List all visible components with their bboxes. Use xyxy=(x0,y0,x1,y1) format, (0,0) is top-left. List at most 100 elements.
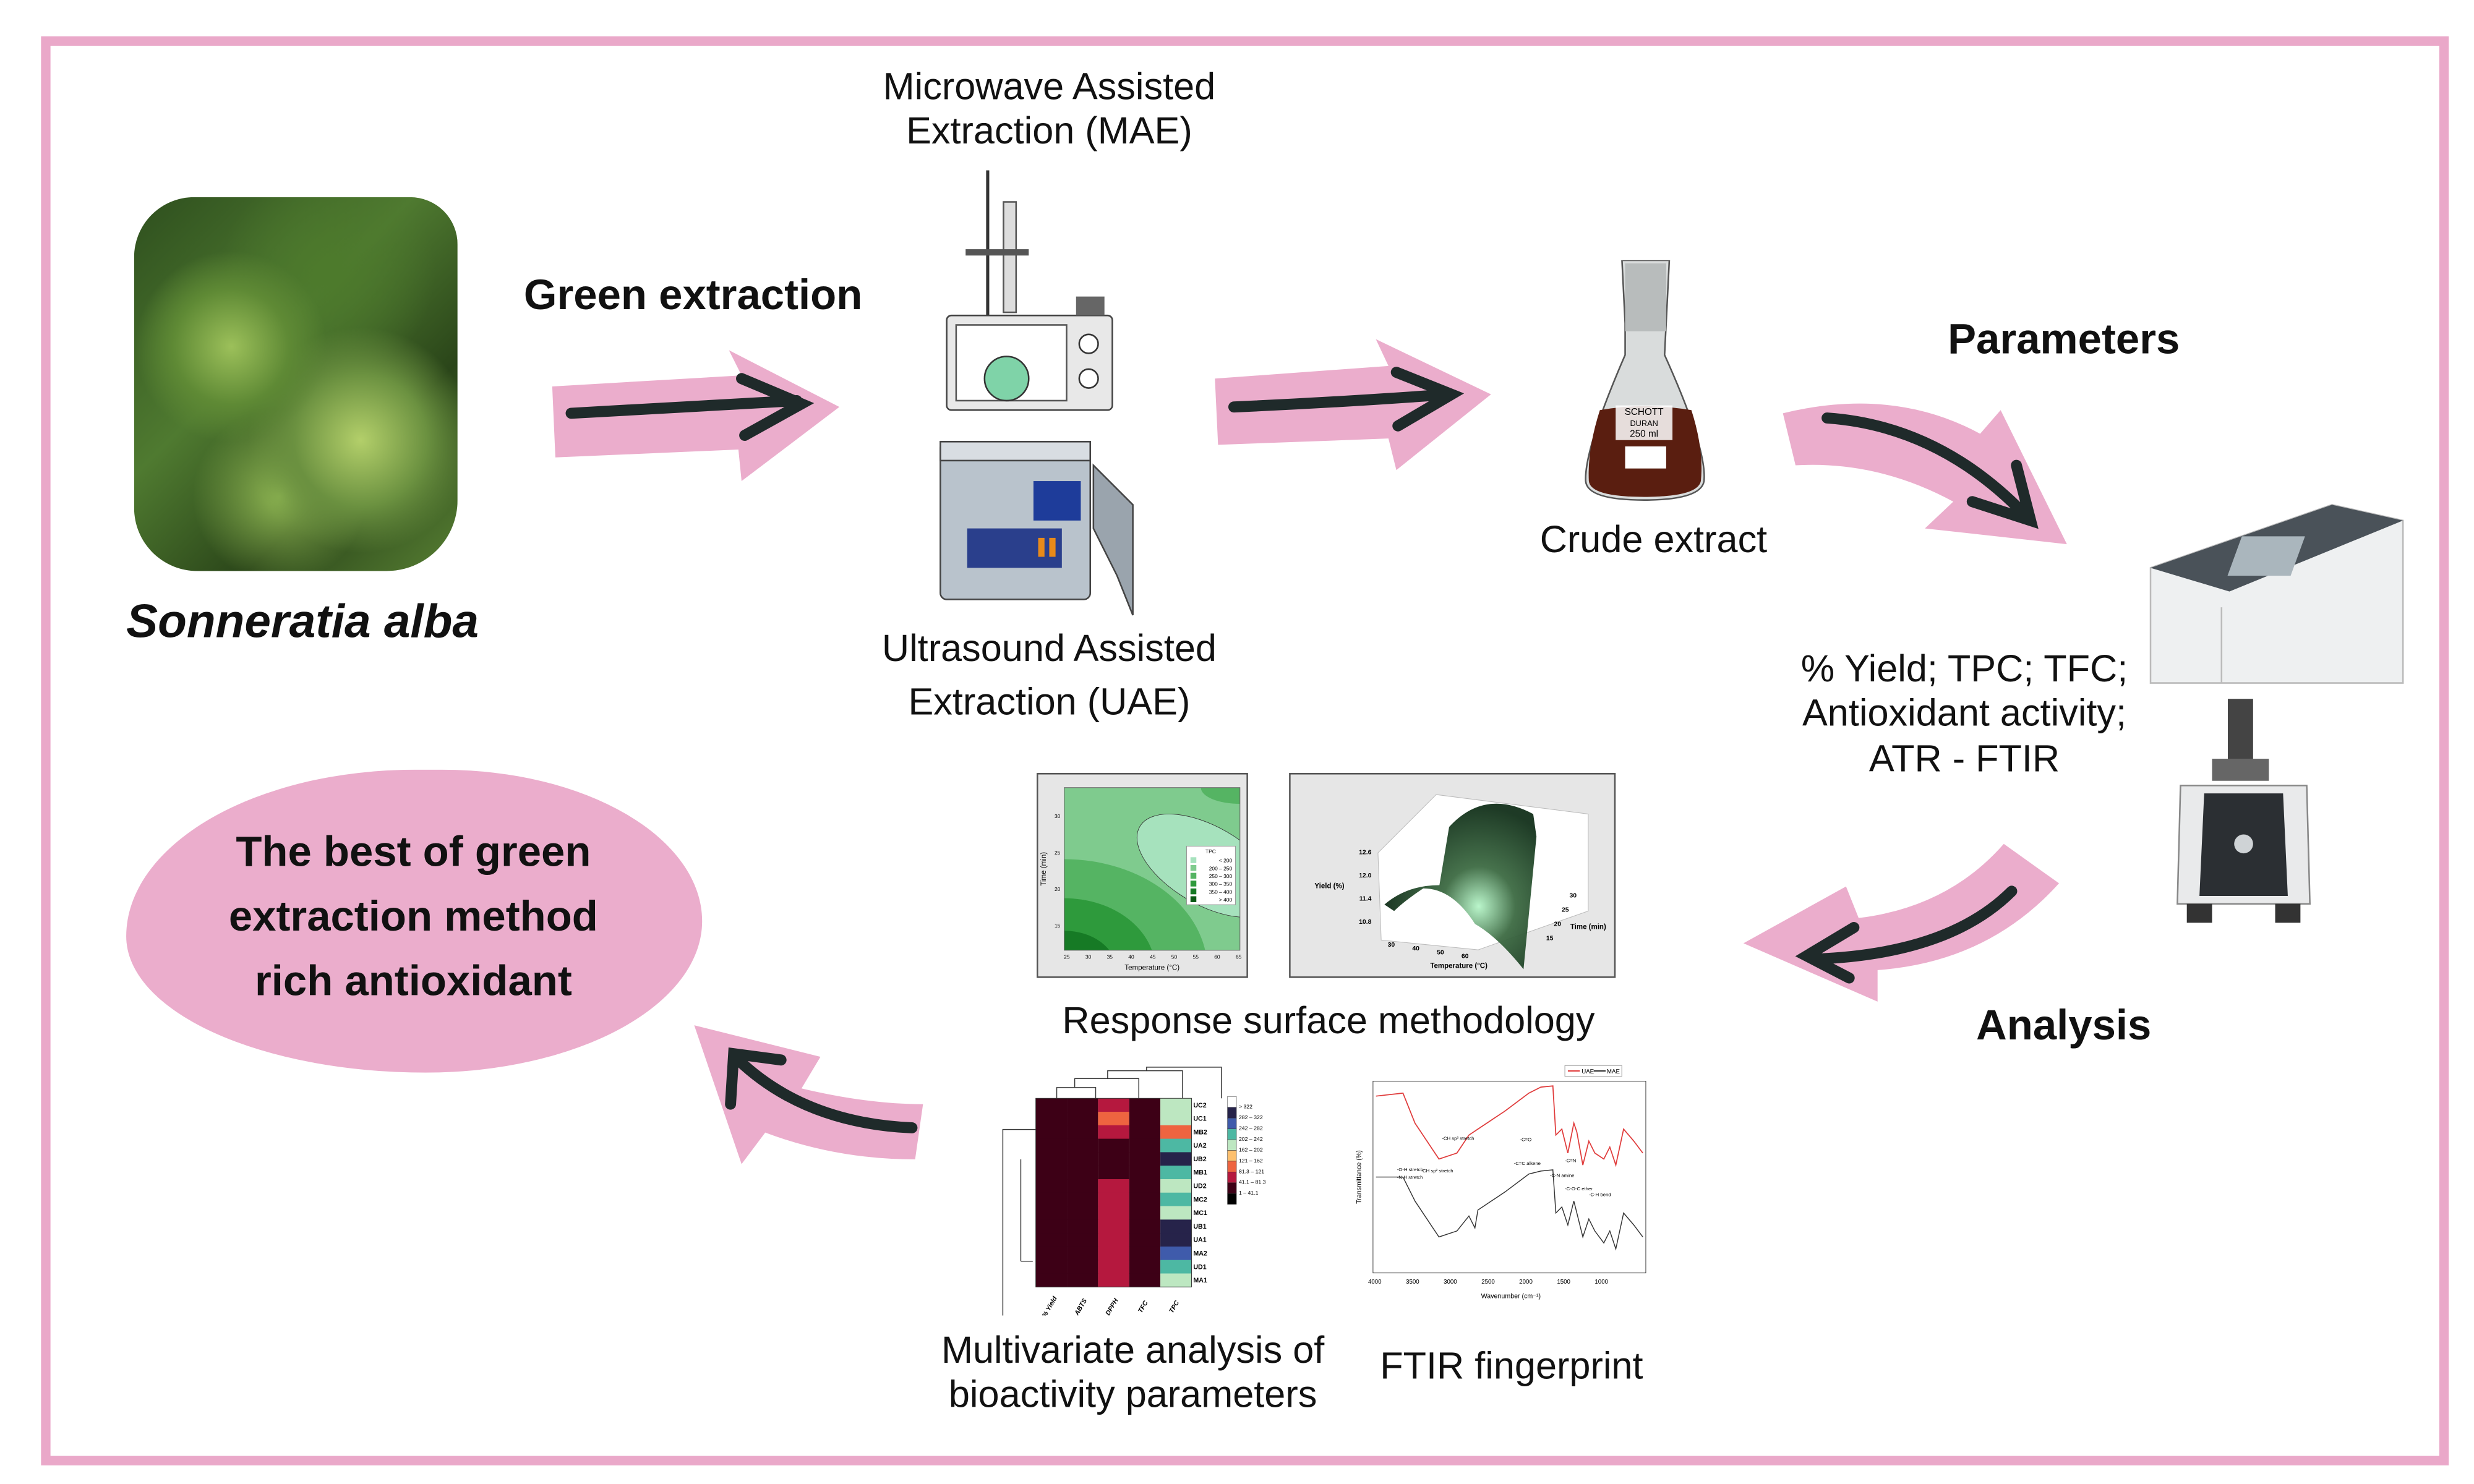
heatmap-row-label: MB1 xyxy=(1193,1169,1207,1177)
heatmap-cell xyxy=(1160,1273,1192,1287)
heatmap-legend-label: 81.3 – 121 xyxy=(1239,1168,1264,1174)
heatmap-col-label: TFC xyxy=(1137,1299,1150,1314)
arrow-parameters xyxy=(1783,403,2067,545)
ftir-xtick: 2500 xyxy=(1481,1279,1495,1286)
mae-label-1: Microwave Assisted xyxy=(883,66,1216,109)
heatmap-cell xyxy=(1067,1192,1098,1207)
heatmap-legend-swatch xyxy=(1227,1150,1237,1162)
heatmap-legend-label: > 322 xyxy=(1239,1104,1252,1110)
contour-legend-label: 250 – 300 xyxy=(1209,873,1233,879)
heatmap-cell xyxy=(1035,1152,1068,1166)
ftir-annotation: -N-H stretch xyxy=(1397,1174,1423,1180)
ftir-annotation: -C-N amine xyxy=(1550,1173,1575,1179)
heatmap-row-label: MC2 xyxy=(1193,1196,1207,1203)
heatmap-cell xyxy=(1129,1206,1161,1220)
arrow-extraction xyxy=(552,350,840,482)
contour-legend-swatch xyxy=(1190,881,1197,887)
parameter-list-3: ATR - FTIR xyxy=(1868,738,2060,781)
heatmap-legend-label: 202 – 242 xyxy=(1239,1136,1263,1142)
contour-legend-label: 200 – 250 xyxy=(1209,865,1233,871)
heatmap-cell xyxy=(1160,1166,1192,1180)
heatmap-cell xyxy=(1129,1152,1161,1166)
heatmap-cell xyxy=(1160,1246,1192,1261)
flask-sub: DURAN xyxy=(1630,419,1658,428)
multivariate-label-2: bioactivity parameters xyxy=(948,1373,1317,1417)
heatmap-row-label: UD2 xyxy=(1193,1183,1206,1190)
heatmap-legend-label: 242 – 282 xyxy=(1239,1125,1263,1132)
heatmap-row-label: UC2 xyxy=(1193,1102,1206,1109)
heatmap-cell xyxy=(1098,1138,1129,1153)
ftir-xtick: 4000 xyxy=(1368,1279,1382,1286)
ftir-xtick: 3500 xyxy=(1406,1279,1419,1286)
contour-legend-label: < 200 xyxy=(1219,858,1233,864)
analysis-label: Analysis xyxy=(1976,1001,2152,1049)
contour-xtick: 35 xyxy=(1107,953,1113,960)
contour-xtick: 25 xyxy=(1064,953,1070,960)
plant-name: Sonneratia alba xyxy=(126,596,479,649)
heatmap-cell xyxy=(1129,1098,1161,1112)
contour-legend-label: 300 – 350 xyxy=(1209,881,1233,887)
contour-legend-title: TPC xyxy=(1205,848,1216,855)
ftir-annotation: -CH sp² stretch xyxy=(1421,1168,1453,1174)
ftir-xlabel: Wavenumber (cm⁻¹) xyxy=(1481,1292,1541,1300)
heatmap-row-label: MB2 xyxy=(1193,1128,1207,1136)
erlenmeyer-flask: SCHOTT DURAN 250 ml xyxy=(1585,260,1705,501)
heatmap-cell xyxy=(1067,1219,1098,1234)
ftir-xtick: 3000 xyxy=(1444,1279,1457,1286)
heatmap-row-label: MC1 xyxy=(1193,1209,1207,1217)
result-line-2: extraction method xyxy=(228,892,598,940)
heatmap-cell xyxy=(1160,1179,1192,1193)
surface-ztick: 11.4 xyxy=(1359,896,1372,903)
heatmap-legend-label: 121 – 162 xyxy=(1239,1158,1263,1164)
ftir-instrument xyxy=(2177,699,2311,923)
spectrophotometer xyxy=(2149,503,2404,684)
heatmap-cell xyxy=(1160,1206,1192,1220)
uae-label-2: Extraction (UAE) xyxy=(908,681,1191,724)
ftir-annotation: -C=N xyxy=(1565,1158,1576,1163)
heatmap-legend-swatch xyxy=(1227,1096,1237,1108)
heatmap-cell xyxy=(1035,1166,1068,1180)
surface-ytick: 20 xyxy=(1554,921,1561,927)
contour-xtick: 55 xyxy=(1193,953,1199,960)
heatmap-col-label: TPC xyxy=(1168,1299,1181,1315)
heatmap-cell xyxy=(1067,1273,1098,1287)
heatmap-cell xyxy=(1067,1098,1098,1112)
heatmap-cell xyxy=(1098,1233,1129,1247)
contour-ytick: 15 xyxy=(1055,923,1061,929)
heatmap-cell xyxy=(1160,1138,1192,1153)
ftir-xtick: 1000 xyxy=(1594,1279,1608,1286)
bioactivity-heatmap: UC2UC1MB2UA2UB2MB1UD2MC2MC1UB1UA1MA2UD1M… xyxy=(1002,1067,1266,1316)
heatmap-cell xyxy=(1129,1179,1161,1193)
heatmap-cell xyxy=(1129,1112,1161,1126)
multivariate-label-1: Multivariate analysis of xyxy=(941,1329,1325,1373)
arrow-to-crude xyxy=(1215,339,1491,471)
ultrasound-bath xyxy=(940,441,1134,616)
heatmap-cell xyxy=(1160,1152,1192,1166)
contour-xtick: 40 xyxy=(1128,953,1134,960)
ftir-xtick: 1500 xyxy=(1557,1279,1570,1286)
surface-xtick: 50 xyxy=(1437,949,1444,956)
heatmap-row-label: MA1 xyxy=(1193,1277,1207,1284)
heatmap-cell xyxy=(1067,1233,1098,1247)
contour-legend-label: > 400 xyxy=(1219,897,1233,903)
uae-label-1: Ultrasound Assisted xyxy=(881,628,1217,671)
heatmap-row-label: UB1 xyxy=(1193,1223,1206,1230)
contour-legend-swatch xyxy=(1190,864,1197,871)
heatmap-cell xyxy=(1067,1260,1098,1274)
heatmap-legend-label: 41.1 – 81.3 xyxy=(1239,1179,1266,1185)
arrow-analysis xyxy=(1743,843,2060,1002)
heatmap-cell xyxy=(1098,1192,1129,1207)
heatmap-legend-swatch xyxy=(1227,1172,1237,1183)
heatmap-cell xyxy=(1035,1233,1068,1247)
contour-legend-label: 350 – 400 xyxy=(1209,889,1233,895)
heatmap-cell xyxy=(1098,1260,1129,1274)
green-extraction-label: Green extraction xyxy=(523,271,863,319)
heatmap-cell xyxy=(1098,1125,1129,1140)
mae-label-2: Extraction (MAE) xyxy=(906,110,1192,153)
contour-xlabel: Temperature (°C) xyxy=(1124,964,1179,971)
heatmap-row-label: UB2 xyxy=(1193,1156,1206,1163)
surface-xtick: 30 xyxy=(1388,942,1395,949)
heatmap-legend-swatch xyxy=(1227,1107,1237,1119)
result-blob xyxy=(126,769,703,1073)
